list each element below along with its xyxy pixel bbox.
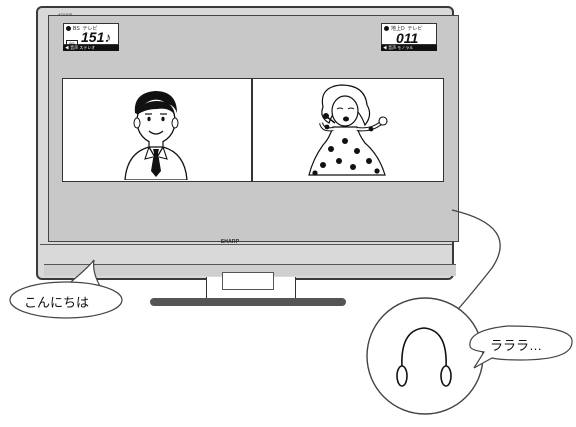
headphones-bubble-text: ラララ… — [490, 335, 542, 354]
speaker-bubble-text: こんにちは — [24, 292, 89, 311]
